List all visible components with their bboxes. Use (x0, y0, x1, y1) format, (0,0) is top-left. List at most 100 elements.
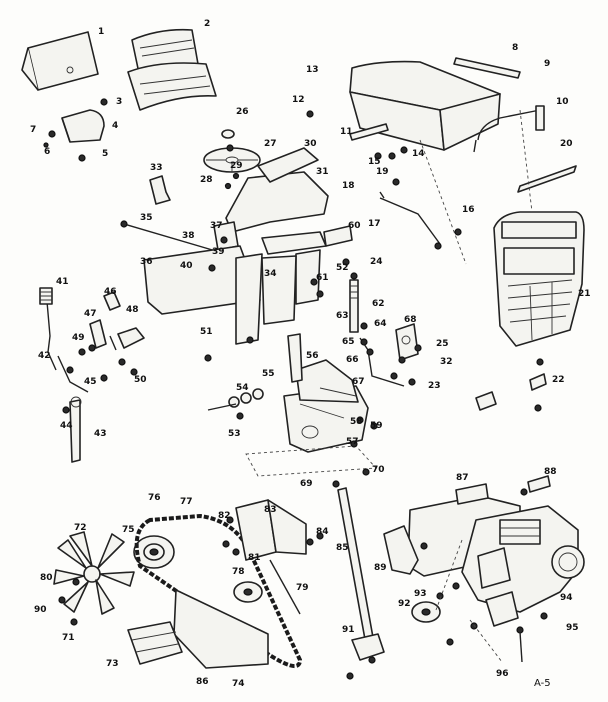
callout-85: 85 (336, 543, 349, 553)
hood (349, 60, 501, 151)
engine (407, 483, 585, 627)
callout-6: 6 (44, 147, 50, 157)
callout-52: 52 (336, 263, 349, 273)
callout-75: 75 (122, 525, 135, 535)
callout-41: 41 (56, 277, 69, 287)
callout-84: 84 (316, 527, 329, 537)
seat-bracket (61, 109, 105, 143)
callout-60: 60 (348, 221, 361, 231)
callout-70: 70 (372, 465, 385, 475)
frame-plate (143, 231, 327, 345)
callout-67: 67 (352, 377, 365, 387)
callout-46: 46 (104, 287, 117, 297)
callout-47: 47 (84, 309, 97, 319)
drive-belt (134, 513, 303, 669)
callout-19: 19 (376, 167, 389, 177)
callout-56: 56 (306, 351, 319, 361)
callout-24: 24 (370, 257, 383, 267)
callout-26: 26 (236, 107, 249, 117)
callout-68: 68 (404, 315, 417, 325)
callout-43: 43 (94, 429, 107, 439)
callout-31: 31 (316, 167, 329, 177)
callout-63: 63 (336, 311, 349, 321)
callout-48: 48 (126, 305, 139, 315)
callout-54: 54 (236, 383, 249, 393)
callout-74: 74 (232, 679, 245, 689)
callout-62: 62 (372, 299, 385, 309)
callout-80: 80 (40, 573, 53, 583)
callout-5: 5 (102, 149, 108, 159)
callout-92: 92 (398, 599, 411, 609)
callout-28: 28 (200, 175, 213, 185)
callout-22: 22 (552, 375, 565, 385)
dash-panel (225, 147, 329, 233)
callout-88: 88 (544, 467, 557, 477)
callout-53: 53 (228, 429, 241, 439)
callout-40: 40 (180, 261, 193, 271)
callout-76: 76 (148, 493, 161, 503)
callout-34: 34 (264, 269, 277, 279)
callout-89: 89 (374, 563, 387, 573)
callout-45: 45 (84, 377, 97, 387)
pulley-75 (133, 535, 175, 569)
grille-nose (493, 211, 585, 347)
callout-27: 27 (264, 139, 277, 149)
callout-20: 20 (560, 139, 573, 149)
callout-50: 50 (134, 375, 147, 385)
callout-44: 44 (60, 421, 73, 431)
callout-83: 83 (264, 505, 277, 515)
callout-9: 9 (544, 59, 550, 69)
callout-94: 94 (560, 593, 573, 603)
callout-77: 77 (180, 497, 193, 507)
callout-73: 73 (106, 659, 119, 669)
lever-41 (39, 287, 57, 371)
seat (127, 28, 217, 111)
callout-7: 7 (30, 125, 36, 135)
callout-42: 42 (38, 351, 51, 361)
callout-49: 49 (72, 333, 85, 343)
callout-37: 37 (210, 221, 223, 231)
callout-11: 11 (340, 127, 353, 137)
callout-61: 61 (316, 273, 329, 283)
callout-57: 57 (346, 437, 359, 447)
callout-10: 10 (556, 97, 569, 107)
callout-51: 51 (200, 327, 213, 337)
callout-4: 4 (112, 121, 118, 131)
callout-15: 15 (368, 157, 381, 167)
callout-96: 96 (496, 669, 509, 679)
callout-93: 93 (414, 589, 427, 599)
callout-2: 2 (204, 19, 210, 29)
callout-16: 16 (462, 205, 475, 215)
seat-pan (21, 31, 99, 91)
transmission-case (283, 333, 369, 453)
callout-55: 55 (262, 369, 275, 379)
fan (53, 531, 135, 615)
callout-79: 79 (296, 583, 309, 593)
callout-32: 32 (440, 357, 453, 367)
callout-65: 65 (342, 337, 355, 347)
callout-90: 90 (34, 605, 47, 615)
page-ref: A-5 (534, 678, 551, 689)
callout-12: 12 (292, 95, 305, 105)
callout-21: 21 (578, 289, 591, 299)
callout-78: 78 (232, 567, 245, 577)
callout-71: 71 (62, 633, 75, 643)
rod-43 (69, 396, 82, 463)
callout-95: 95 (566, 623, 579, 633)
callout-59: 59 (370, 421, 383, 431)
callout-1: 1 (98, 27, 104, 37)
callout-66: 66 (346, 355, 359, 365)
callout-36: 36 (140, 257, 153, 267)
callout-18: 18 (342, 181, 355, 191)
pulley-78 (233, 581, 263, 603)
callout-58: 58 (350, 417, 363, 427)
callout-14: 14 (412, 149, 425, 159)
callout-69: 69 (300, 479, 313, 489)
callout-29: 29 (230, 161, 243, 171)
callout-86: 86 (196, 677, 209, 687)
callout-82: 82 (218, 511, 231, 521)
engine-pulley (411, 601, 441, 623)
steering-wheel (203, 147, 261, 173)
